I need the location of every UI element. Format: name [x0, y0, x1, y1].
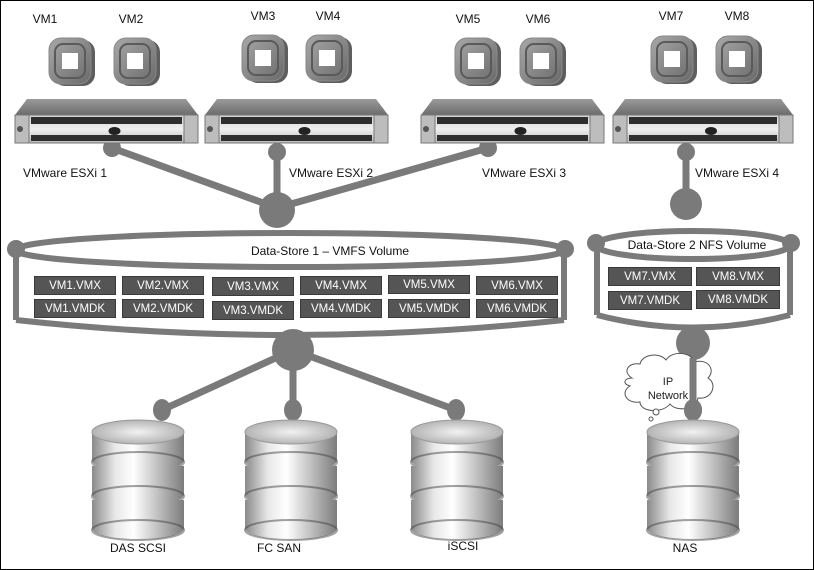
storage-label-das: DAS SCSI: [109, 541, 167, 555]
vm-icon: [305, 34, 352, 83]
port-iscsi: [447, 399, 465, 421]
file-vm5-vmdk[interactable]: VM5.VMDK: [388, 299, 470, 318]
file-vm6-vmx[interactable]: VM6.VMX: [476, 276, 558, 295]
vm-icon: [454, 37, 501, 86]
file-vm1-vmx[interactable]: VM1.VMX: [34, 276, 116, 295]
host-label-2: VMware ESXi 2: [289, 166, 374, 180]
ip-network-line2: Network: [647, 390, 689, 402]
storage-label-nas: NAS: [672, 541, 698, 555]
ip-network-line1: IP: [662, 376, 674, 388]
file-vm8-vmx[interactable]: VM8.VMX: [696, 267, 780, 286]
datastore2-title: Data-Store 2 NFS Volume: [627, 238, 767, 252]
file-vm1-vmdk[interactable]: VM1.VMDK: [34, 299, 116, 318]
port-esxi4: [677, 143, 695, 161]
vm-icon: [113, 37, 160, 86]
vm-icon: [48, 37, 95, 86]
link-hub-iscsi: [291, 346, 458, 414]
link-esxi3-hub: [276, 144, 489, 212]
rack-server-icon: [420, 99, 605, 144]
file-vm4-vmx[interactable]: VM4.VMX: [300, 276, 382, 295]
hub-datastore2-bottom: [676, 326, 710, 360]
vm-label-7: VM7: [658, 9, 684, 23]
port-das: [153, 399, 171, 421]
vm-label-4: VM4: [315, 9, 341, 23]
file-vm6-vmdk[interactable]: VM6.VMDK: [476, 299, 558, 318]
hub-datastore1-bottom: [272, 329, 314, 371]
vm-icon: [715, 35, 762, 84]
datastore1-right-knob: [556, 240, 574, 258]
file-vm4-vmdk[interactable]: VM4.VMDK: [300, 299, 382, 318]
vm-label-1: VM1: [32, 12, 58, 26]
vm-icon: [241, 34, 288, 83]
rack-server-icon: [612, 99, 794, 144]
file-vm7-vmdk[interactable]: VM7.VMDK: [608, 291, 692, 310]
host-label-4: VMware ESXi 4: [695, 166, 780, 180]
vm-icon: [519, 37, 566, 86]
link-esxi1-hub: [110, 144, 279, 212]
port-esxi2: [268, 143, 286, 161]
rack-server-icon: [14, 99, 199, 144]
hubs: [103, 139, 710, 421]
file-vm2-vmdk[interactable]: VM2.VMDK: [122, 299, 204, 318]
datastore2-volume: [593, 228, 793, 331]
port-nas-2: [684, 399, 702, 421]
host-label-3: VMware ESXi 3: [482, 166, 567, 180]
host-label-1: VMware ESXi 1: [23, 166, 108, 180]
vm-label-2: VM2: [118, 12, 144, 26]
file-vm8-vmdk[interactable]: VM8.VMDK: [696, 290, 780, 309]
storage-label-fcsan: FC SAN: [256, 541, 302, 555]
vm-icon: [650, 35, 697, 84]
database-icon: [91, 419, 185, 541]
file-vm3-vmdk[interactable]: VM3.VMDK: [212, 301, 294, 320]
vm-label-3: VM3: [250, 9, 276, 23]
datastore1-left-knob: [7, 240, 25, 258]
storage-label-iscsi: iSCSI: [447, 539, 479, 553]
vm-label-5: VM5: [455, 12, 481, 26]
vm-label-8: VM8: [724, 9, 750, 23]
database-icon: [646, 419, 740, 541]
ip-network-label: IP Network: [648, 375, 688, 403]
datastore1-volume: [13, 230, 567, 338]
link-hub-das: [160, 346, 295, 414]
file-vm2-vmx[interactable]: VM2.VMX: [122, 276, 204, 295]
vm-label-6: VM6: [525, 12, 551, 26]
file-vm7-vmx[interactable]: VM7.VMX: [608, 267, 692, 286]
database-icon: [244, 419, 338, 541]
datastore2-left-knob: [587, 234, 605, 252]
datastore1-title: Data-Store 1 – VMFS Volume: [250, 244, 410, 258]
hub-datastore2-top: [670, 188, 702, 220]
hub-datastore1-top: [259, 192, 295, 228]
database-icon: [410, 419, 504, 541]
file-vm3-vmx[interactable]: VM3.VMX: [212, 277, 294, 296]
datastore2-right-knob: [782, 234, 800, 252]
file-vm5-vmx[interactable]: VM5.VMX: [388, 275, 470, 294]
port-fcsan: [284, 399, 302, 421]
rack-server-icon: [204, 99, 389, 144]
